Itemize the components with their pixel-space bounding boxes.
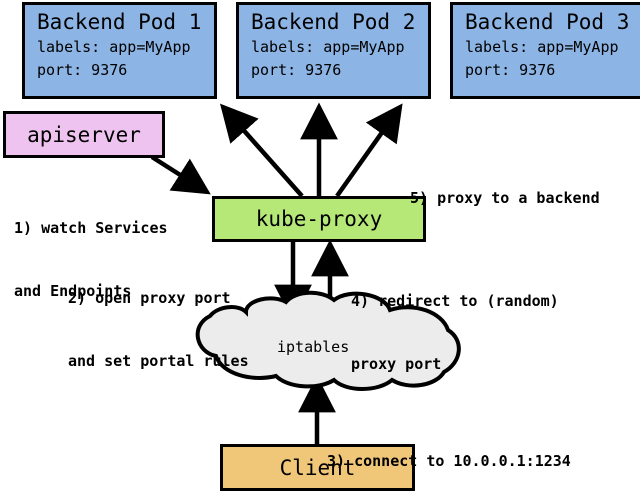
step5-line1: 5) proxy to a backend — [410, 189, 600, 207]
node-apiserver[interactable]: apiserver — [3, 111, 165, 158]
step4-line2: proxy port — [351, 355, 442, 373]
arrow-kubeproxy-to-pod3 — [335, 103, 403, 198]
node-client[interactable]: Client — [220, 444, 415, 491]
step-label-1: 1) watch Services and Endpoints — [14, 176, 168, 344]
step3-line1: 3) connect to 10.0.0.1:1234 — [327, 452, 571, 470]
step2-line1: 2) open proxy port — [68, 289, 231, 307]
node-backend-pod-3[interactable]: Backend Pod 3 labels: app=MyApp port: 93… — [450, 2, 640, 99]
iptables-cloud — [195, 290, 461, 391]
node-backend-pod-2[interactable]: Backend Pod 2 labels: app=MyApp port: 93… — [236, 2, 431, 99]
pod3-labels: labels: app=MyApp — [465, 38, 619, 56]
step-label-5: 5) proxy to a backend — [410, 146, 600, 251]
step-label-2: 2) open proxy port and set portal rules — [68, 246, 249, 414]
pod2-title: Backend Pod 2 — [251, 10, 416, 34]
step-label-4: 4) redirect to (random) proxy port — [351, 249, 559, 417]
step4-line1: 4) redirect to (random) — [351, 292, 559, 310]
node-kube-proxy[interactable]: kube-proxy — [212, 196, 426, 242]
arrow-apiserver-to-kubeproxy — [150, 155, 211, 195]
step1-line2: and Endpoints — [14, 282, 132, 300]
kube-proxy-label: kube-proxy — [255, 207, 383, 231]
step2-line2: and set portal rules — [68, 352, 249, 370]
step-label-3: 3) connect to 10.0.0.1:1234 — [327, 409, 571, 494]
pod3-title: Backend Pod 3 — [465, 10, 630, 34]
pod1-port: port: 9376 — [37, 61, 128, 79]
pod2-labels: labels: app=MyApp — [251, 38, 405, 56]
iptables-label: iptables — [277, 338, 350, 356]
step1-line1: 1) watch Services — [14, 219, 168, 237]
pod2-port: port: 9376 — [251, 61, 342, 79]
pod3-port: port: 9376 — [465, 61, 556, 79]
pod1-labels: labels: app=MyApp — [37, 38, 191, 56]
arrow-kubeproxy-to-pod1 — [220, 103, 304, 198]
client-label: Client — [279, 455, 356, 480]
pod1-title: Backend Pod 1 — [37, 10, 202, 34]
apiserver-label: apiserver — [27, 122, 141, 147]
node-backend-pod-1[interactable]: Backend Pod 1 labels: app=MyApp port: 93… — [22, 2, 217, 99]
